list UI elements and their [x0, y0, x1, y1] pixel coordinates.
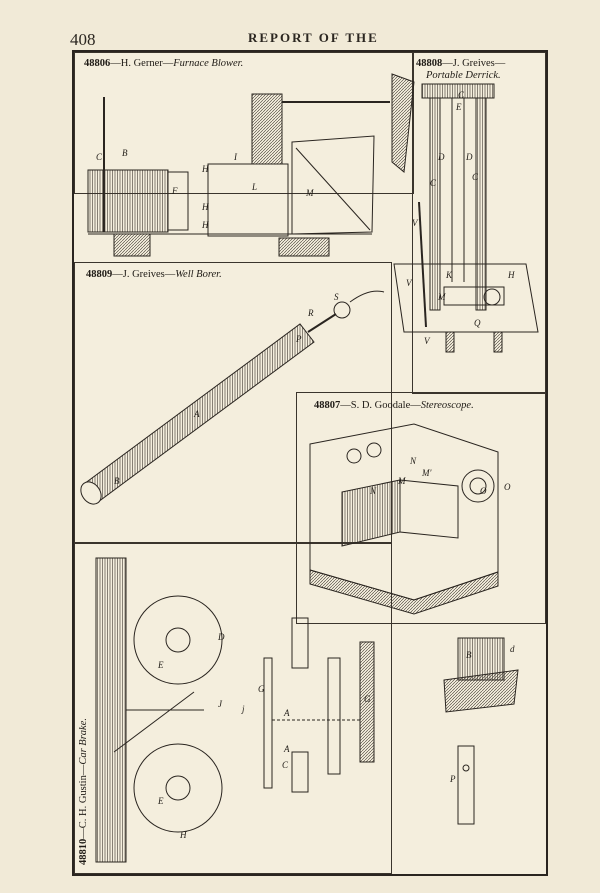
label-stereo-0: N: [409, 456, 417, 466]
patent-number: 48808: [416, 58, 443, 69]
label-derrick-7: V: [406, 278, 413, 288]
label-borer-1: B: [114, 476, 120, 486]
label-brake-9: C: [282, 760, 289, 770]
inventor: —J. Greives—: [442, 58, 506, 69]
label-derrick-8: M: [437, 292, 446, 302]
label-derrick-1: E: [455, 102, 462, 112]
invention-title: Portable Derrick.: [426, 70, 501, 81]
label-brake-3: D: [217, 632, 225, 642]
patent-plate: 48806—H. Gerner—Furnace Blower. 48808—J.…: [72, 50, 548, 876]
label-brake-8: A: [283, 744, 290, 754]
label-stereo-4: O: [480, 486, 487, 496]
label-brake-5: G: [258, 684, 265, 694]
running-head: REPORT OF THE: [248, 30, 379, 45]
label-derrick-6: V: [412, 218, 419, 228]
caption-furnace-blower: 48806—H. Gerner—Furnace Blower.: [84, 58, 243, 69]
label-derrick-5: C: [472, 172, 479, 182]
caption-well-borer: 48809—J. Greives—Well Borer.: [86, 269, 222, 280]
label-brake-10: j: [241, 704, 245, 714]
label-brake-12: d: [510, 644, 515, 654]
label-blower-4: H: [201, 202, 209, 212]
patent-drawings: CBFHHHILMCEDDCCVVMQHVKABPRSNMM'NOOEEHDJG…: [80, 73, 539, 863]
label-blower-8: M: [305, 188, 314, 198]
label-stereo-2: M': [421, 468, 432, 478]
patent-number: 48806: [84, 58, 111, 69]
patent-number: 48807: [314, 400, 341, 411]
inventor: —H. Gerner—: [110, 58, 174, 69]
label-blower-6: I: [233, 152, 238, 162]
car-brake-drawing: [95, 557, 375, 863]
caption-stereoscope: 48807—S. D. Goodale—Stereoscope.: [314, 400, 474, 411]
label-borer-3: R: [307, 308, 314, 318]
small-detail-drawings: [443, 637, 519, 825]
panel-portable-derrick: [412, 52, 546, 394]
panel-car-brake: [74, 542, 392, 874]
label-blower-1: B: [122, 148, 128, 158]
label-stereo-3: N: [369, 486, 377, 496]
label-derrick-3: D: [465, 152, 473, 162]
label-stereo-1: M: [397, 476, 406, 486]
label-blower-7: L: [251, 182, 257, 192]
label-borer-2: P: [295, 334, 302, 344]
label-brake-11: B: [466, 650, 472, 660]
furnace-blower-drawing: [87, 73, 415, 257]
panel-stereoscope: [296, 392, 546, 624]
stereoscope-drawing: [309, 423, 499, 615]
label-derrick-2: D: [437, 152, 445, 162]
patent-number: 48809: [86, 269, 113, 280]
invention-title: Stereoscope.: [420, 400, 474, 411]
label-brake-0: E: [157, 660, 164, 670]
label-brake-7: A: [283, 708, 290, 718]
invention-title: Well Borer.: [175, 269, 222, 280]
label-derrick-10: H: [507, 270, 515, 280]
label-blower-0: C: [96, 152, 103, 162]
label-derrick-11: V: [424, 336, 431, 346]
label-brake-2: H: [179, 830, 187, 840]
label-blower-2: F: [171, 186, 178, 196]
label-derrick-9: Q: [474, 318, 481, 328]
label-stereo-5: O: [504, 482, 511, 492]
label-borer-0: A: [193, 409, 200, 419]
label-borer-4: S: [334, 292, 339, 302]
panel-well-borer: [74, 262, 392, 544]
label-derrick-4: C: [430, 178, 437, 188]
label-brake-1: E: [157, 796, 164, 806]
label-brake-4: J: [218, 699, 223, 709]
panel-furnace-blower: [74, 52, 414, 194]
label-derrick-12: K: [445, 270, 453, 280]
portable-derrick-drawing: [393, 83, 539, 353]
inventor: —J. Greives—: [112, 269, 176, 280]
well-borer-drawing: [80, 290, 385, 505]
label-blower-3: H: [201, 164, 209, 174]
inventor: —S. D. Goodale—: [340, 400, 421, 411]
caption-portable-derrick: 48808—J. Greives— Portable Derrick.: [416, 58, 505, 82]
page-number: 408: [70, 30, 96, 49]
label-brake-6: G: [364, 694, 371, 704]
label-derrick-0: C: [458, 90, 465, 100]
label-blower-5: H: [201, 220, 209, 230]
label-brake-13: P: [449, 774, 456, 784]
invention-title: Furnace Blower.: [173, 58, 244, 69]
